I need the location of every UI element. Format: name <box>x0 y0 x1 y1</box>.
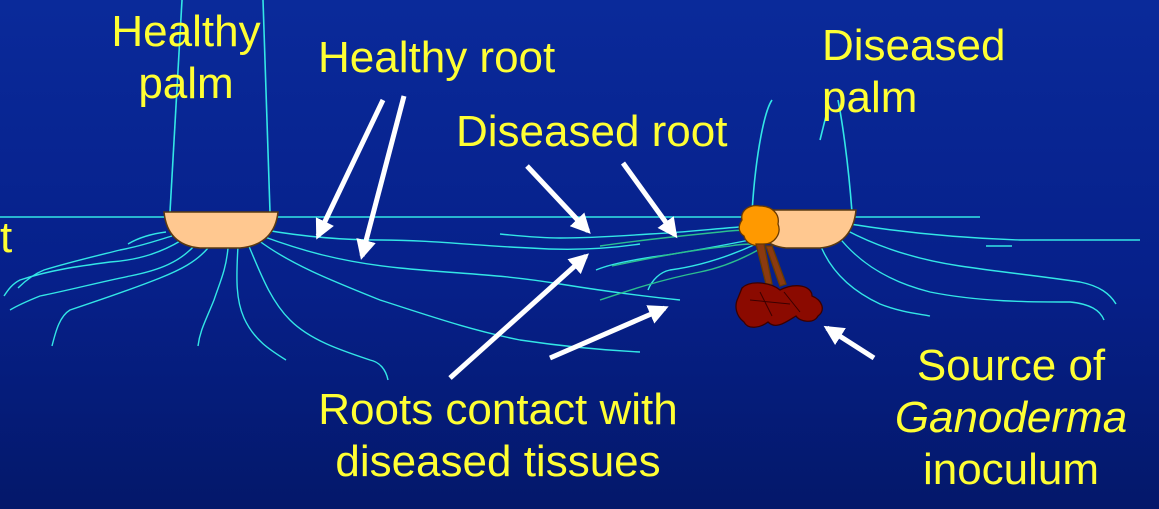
infection-path <box>756 244 786 286</box>
diseased-contact-roots <box>600 230 758 300</box>
diseased-palm-label: Diseased palm <box>822 20 1005 124</box>
diseased-palm-label-line2: palm <box>822 72 1005 124</box>
arrow-diseased-root-1 <box>527 166 588 231</box>
left-edge-fragment: t <box>0 212 12 264</box>
healthy-palm-label: Healthy palm <box>98 6 274 110</box>
roots-contact-label-line1: Roots contact with <box>278 384 718 436</box>
healthy-palm-roots <box>4 230 680 380</box>
source-label-line1: Source of <box>866 340 1156 392</box>
infection-spot <box>739 206 779 246</box>
arrow-healthy-root-2 <box>362 96 404 256</box>
healthy-palm-label-line1: Healthy <box>98 6 274 58</box>
diseased-palm-label-line1: Diseased <box>822 20 1005 72</box>
healthy-root-label: Healthy root <box>318 32 555 84</box>
roots-contact-label-line2: diseased tissues <box>278 436 718 488</box>
arrow-diseased-root-2 <box>623 163 675 235</box>
healthy-palm-base <box>164 212 278 248</box>
source-label: Source of Ganoderma inoculum <box>866 340 1156 496</box>
source-label-line2: Ganoderma <box>866 392 1156 444</box>
diseased-root-label: Diseased root <box>456 106 727 158</box>
roots-contact-label: Roots contact with diseased tissues <box>278 384 718 488</box>
healthy-palm-label-line2: palm <box>98 58 274 110</box>
source-label-line3: inoculum <box>866 444 1156 496</box>
inoculum-mass <box>736 283 822 327</box>
